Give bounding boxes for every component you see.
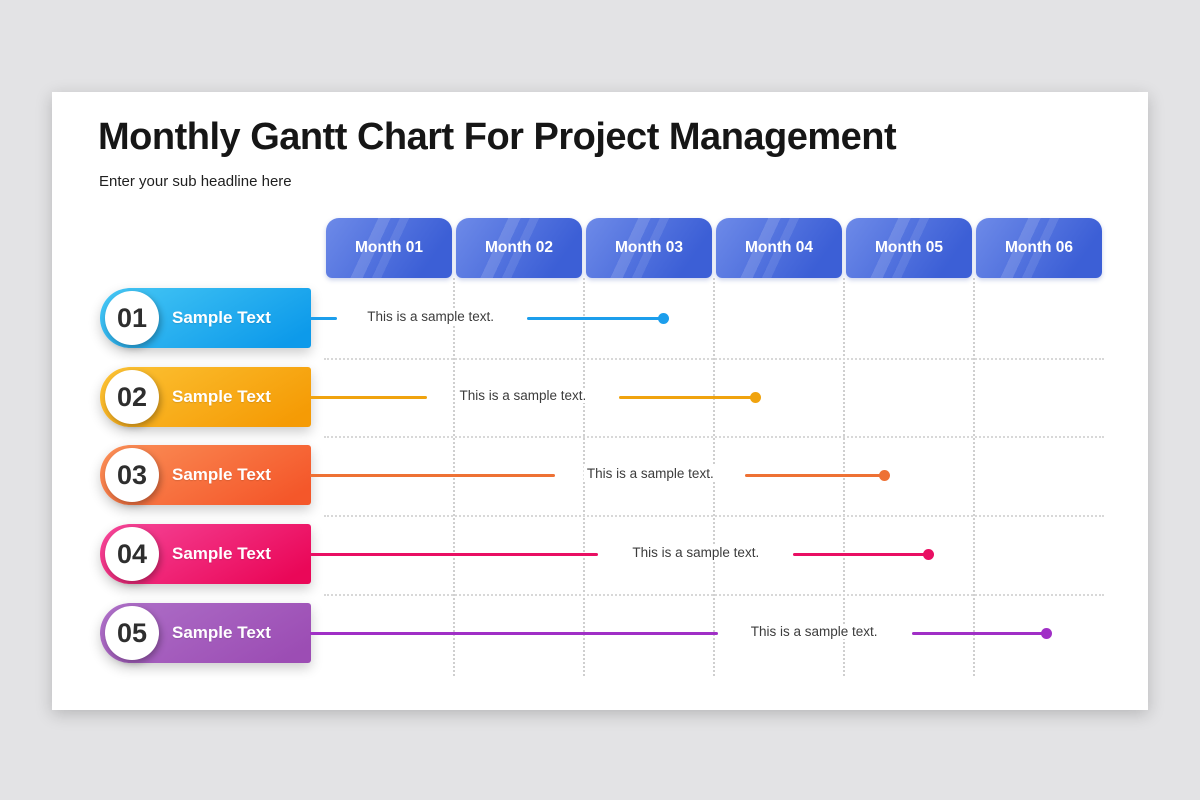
- task-number-badge: 02: [105, 370, 159, 424]
- task-number: 01: [116, 302, 148, 333]
- month-header[interactable]: Month 06: [976, 218, 1102, 278]
- task-milestone-dot: [1041, 627, 1053, 639]
- task-milestone-dot: [657, 312, 669, 324]
- task-note: This is a sample text.: [456, 388, 590, 403]
- slide-card: Monthly Gantt Chart For Project Manageme…: [52, 92, 1148, 710]
- task-number: 02: [116, 381, 148, 412]
- grid-hline: [324, 593, 1104, 596]
- grid-vline: [973, 278, 975, 676]
- task-pill[interactable]: 05 Sample Text: [100, 603, 311, 663]
- page-title: Monthly Gantt Chart For Project Manageme…: [98, 116, 897, 158]
- task-leader-line: [310, 395, 427, 399]
- month-header-label: Month 01: [354, 239, 424, 256]
- task-number-badge: 03: [105, 448, 159, 502]
- task-note: This is a sample text.: [629, 545, 763, 560]
- grid-hline: [324, 436, 1104, 438]
- month-header[interactable]: Month 04: [716, 218, 842, 278]
- task-note: This is a sample text.: [583, 466, 717, 481]
- task-label: Sample Text: [172, 465, 271, 484]
- task-pill[interactable]: 02 Sample Text: [100, 367, 311, 427]
- month-header-label: Month 04: [744, 239, 814, 256]
- grid-hline: [324, 357, 1104, 360]
- month-header-label: Month 03: [614, 239, 684, 256]
- task-label: Sample Text: [172, 623, 271, 642]
- task-leader-line: [310, 316, 337, 320]
- month-header-label: Month 02: [484, 239, 554, 256]
- task-leader-line: [310, 631, 718, 635]
- task-duration-line: [911, 631, 1047, 635]
- task-milestone-dot: [923, 548, 934, 560]
- task-number-badge: 01: [105, 291, 159, 345]
- task-duration-line: [793, 552, 929, 556]
- task-label: Sample Text: [172, 308, 271, 327]
- task-number: 03: [116, 459, 148, 490]
- task-duration-line: [526, 316, 664, 320]
- month-header-label: Month 06: [1004, 239, 1074, 256]
- task-leader-line: [310, 552, 599, 556]
- task-pill[interactable]: 04 Sample Text: [100, 524, 311, 584]
- month-header[interactable]: Month 01: [326, 218, 452, 278]
- task-duration-line: [745, 473, 885, 477]
- month-header[interactable]: Month 05: [846, 218, 972, 278]
- task-label: Sample Text: [172, 387, 271, 406]
- grid-vline: [453, 278, 455, 676]
- task-pill[interactable]: 03 Sample Text: [100, 445, 311, 505]
- month-header[interactable]: Month 03: [586, 218, 712, 278]
- grid-vline: [843, 278, 845, 676]
- task-milestone-dot: [750, 391, 762, 403]
- task-number: 05: [116, 617, 148, 648]
- grid-hline: [324, 514, 1104, 517]
- task-number: 04: [116, 538, 148, 569]
- month-header-label: Month 05: [874, 239, 944, 256]
- task-leader-line: [310, 473, 556, 477]
- page-subtitle: Enter your sub headline here: [99, 173, 292, 190]
- task-note: This is a sample text.: [364, 309, 497, 324]
- task-milestone-dot: [878, 469, 890, 481]
- task-number-badge: 05: [105, 606, 159, 660]
- task-number-badge: 04: [105, 527, 159, 581]
- task-duration-line: [619, 395, 756, 399]
- month-header[interactable]: Month 02: [456, 218, 582, 278]
- task-label: Sample Text: [172, 544, 271, 563]
- task-pill[interactable]: 01 Sample Text: [100, 288, 311, 348]
- task-note: This is a sample text.: [747, 624, 881, 639]
